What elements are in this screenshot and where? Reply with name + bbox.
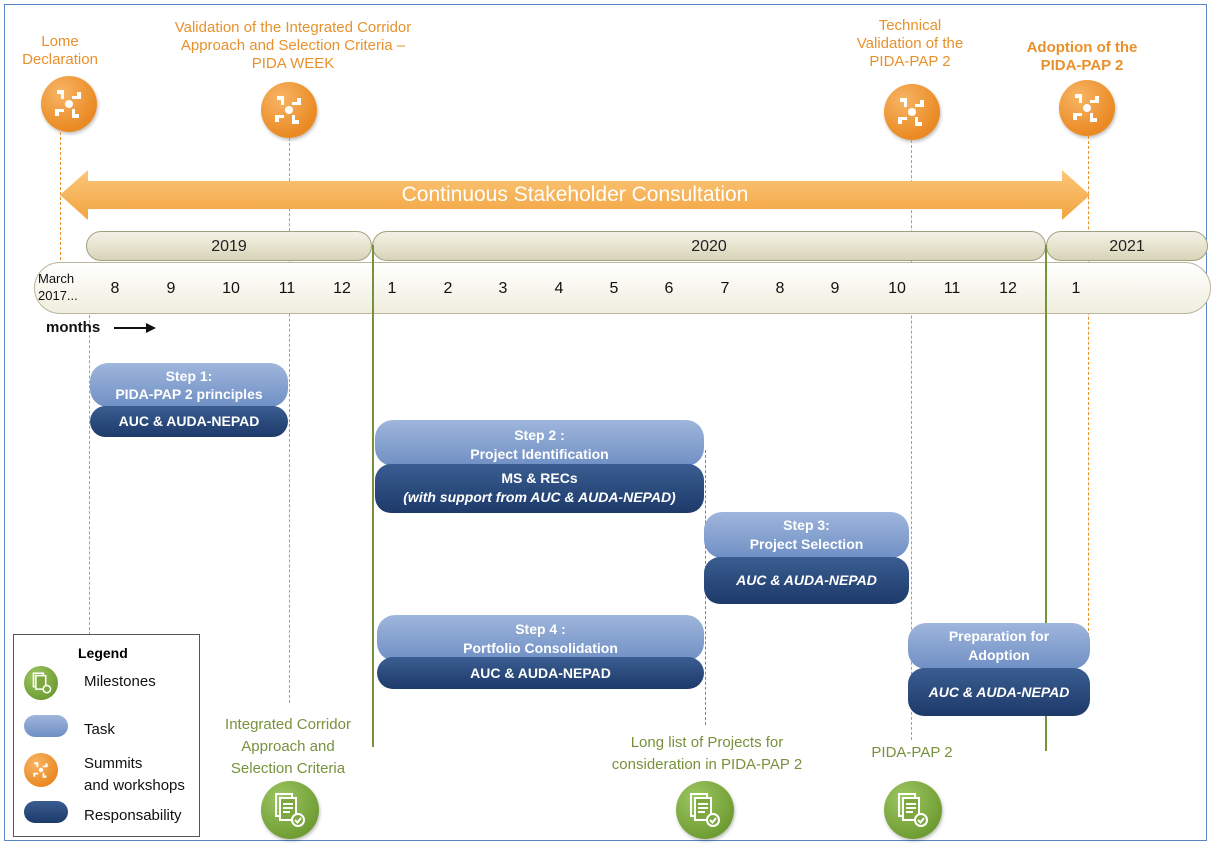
step3-responsibility: AUC & AUDA-NEPAD — [704, 557, 909, 604]
month-timeline-bar — [34, 262, 1211, 314]
guide-line-validation — [289, 138, 290, 703]
preparation-responsibility: AUC & AUDA-NEPAD — [908, 668, 1090, 716]
step2-resp-main: MS & RECs — [501, 470, 578, 486]
consultation-arrow: Continuous Stakeholder Consultation — [60, 170, 1090, 220]
step1-task: Step 1: PIDA-PAP 2 principles — [90, 363, 288, 407]
month-tick: 8 — [110, 280, 120, 297]
legend-item-task: Task — [84, 721, 115, 738]
month-tick: 9 — [830, 280, 840, 297]
event-label-lome: Lome Declaration — [22, 33, 98, 68]
event-label-technical: Technical Validation of the PIDA-PAP 2 — [856, 17, 964, 70]
legend-item-responsibility: Responsability — [84, 807, 182, 824]
month-tick: 12 — [333, 280, 351, 297]
right-arrow-icon — [114, 323, 157, 334]
guide-line-step1 — [89, 300, 90, 640]
consultation-label: Continuous Stakeholder Consultation — [401, 183, 749, 206]
summit-handshake-icon — [884, 84, 940, 140]
step4-responsibility: AUC & AUDA-NEPAD — [377, 657, 704, 689]
milestone-documents-icon — [261, 781, 319, 839]
guide-line-technical — [911, 140, 912, 740]
months-axis-label: months — [46, 319, 157, 336]
legend-item-summits: Summits and workshops — [84, 755, 185, 794]
step3-task: Step 3: Project Selection — [704, 512, 909, 558]
month-tick: 8 — [775, 280, 785, 297]
month-tick: 10 — [222, 280, 240, 297]
month-tick: 3 — [498, 280, 508, 297]
month-tick: 9 — [166, 280, 176, 297]
timeline-start-label: March 2017... — [38, 271, 78, 303]
legend-responsibility-swatch — [24, 801, 68, 823]
event-label-validation: Validation of the Integrated Corridor Ap… — [174, 19, 412, 72]
preparation-task: Preparation for Adoption — [908, 623, 1090, 669]
step1-responsibility: AUC & AUDA-NEPAD — [90, 406, 288, 437]
step4-task: Step 4 : Portfolio Consolidation — [377, 615, 704, 661]
summit-handshake-icon — [261, 82, 317, 138]
month-tick: 1 — [387, 280, 397, 297]
month-tick: 7 — [720, 280, 730, 297]
month-tick: 11 — [278, 280, 296, 297]
year-2020: 2020 — [372, 231, 1046, 261]
legend-milestone-icon — [24, 666, 58, 700]
year-divider-2021 — [1045, 245, 1047, 751]
month-tick: 10 — [888, 280, 906, 297]
month-tick: 5 — [609, 280, 619, 297]
month-tick: 6 — [664, 280, 674, 297]
legend-title: Legend — [78, 645, 128, 661]
year-2019: 2019 — [86, 231, 372, 261]
month-tick: 11 — [943, 280, 961, 297]
months-label-text: months — [46, 319, 101, 336]
event-label-adoption: Adoption of the PIDA-PAP 2 — [1026, 39, 1138, 74]
legend: Legend Milestones Task Summits and works… — [13, 634, 200, 837]
step2-task: Step 2 : Project Identification — [375, 420, 704, 466]
guide-line-adoption — [1088, 136, 1089, 646]
month-tick: 12 — [999, 280, 1017, 297]
milestone-documents-icon — [884, 781, 942, 839]
milestone-label-pidapap2: PIDA-PAP 2 — [871, 744, 953, 761]
summit-handshake-icon — [41, 76, 97, 132]
milestone-documents-icon — [676, 781, 734, 839]
figure-frame — [4, 4, 1207, 841]
milestone-label-criteria: Integrated Corridor Approach and Selecti… — [225, 716, 351, 777]
month-tick: 1 — [1071, 280, 1081, 297]
milestone-label-longlist: Long list of Projects for consideration … — [611, 734, 803, 773]
legend-summit-icon — [24, 753, 58, 787]
year-divider-2020 — [372, 245, 374, 747]
month-tick: 2 — [443, 280, 453, 297]
legend-item-milestones: Milestones — [84, 673, 156, 690]
step2-resp-note: (with support from AUC & AUDA-NEPAD) — [403, 489, 676, 505]
year-2021: 2021 — [1046, 231, 1208, 261]
step2-responsibility: MS & RECs (with support from AUC & AUDA-… — [375, 464, 704, 513]
summit-handshake-icon — [1059, 80, 1115, 136]
month-tick: 4 — [554, 280, 564, 297]
legend-task-swatch — [24, 715, 68, 737]
guide-line-lome — [60, 132, 61, 260]
